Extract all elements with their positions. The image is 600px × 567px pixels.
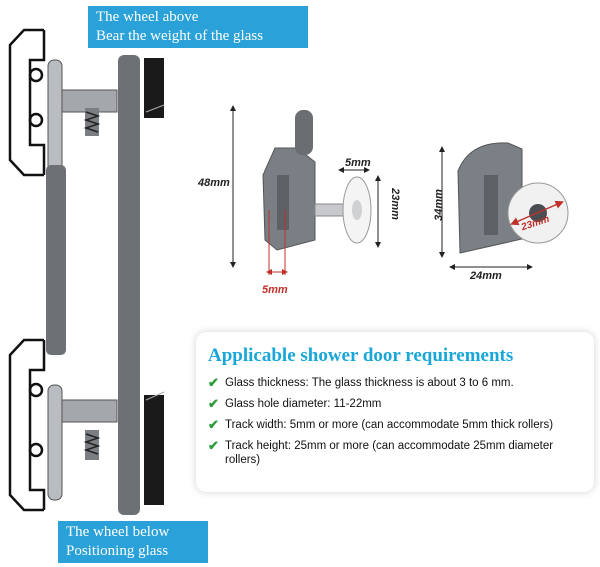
check-icon: ✔ xyxy=(208,417,219,432)
bottom-wheel-callout: The wheel below Positioning glass xyxy=(58,521,208,563)
top-wheel-callout: The wheel above Bear the weight of the g… xyxy=(88,6,308,48)
product-front-view xyxy=(439,142,569,270)
requirement-text: Track height: 25mm or more (can accommod… xyxy=(225,440,554,466)
top-roller xyxy=(47,59,118,176)
product-side-view xyxy=(230,105,381,275)
roller-assembly-diagram xyxy=(8,28,165,515)
check-icon: ✔ xyxy=(208,375,219,390)
requirement-text: Glass thickness: The glass thickness is … xyxy=(225,377,514,389)
requirements-panel: Applicable shower door requirements ✔ Gl… xyxy=(196,332,594,492)
dimension-5mm-bottom: 5mm xyxy=(262,284,288,296)
list-item: ✔ Glass hole diameter: 11-22mm xyxy=(208,397,588,411)
dimension-23mm: 23mm xyxy=(388,188,401,220)
dimension-24mm: 24mm xyxy=(470,270,502,282)
dimension-5mm-top: 5mm xyxy=(345,157,371,169)
requirement-text: Glass hole diameter: 11-22mm xyxy=(225,398,382,410)
glass-panel xyxy=(118,55,140,515)
requirement-text: Track width: 5mm or more (can accommodat… xyxy=(225,419,554,431)
requirements-title: Applicable shower door requirements xyxy=(208,345,514,366)
inner-glass-panel xyxy=(46,165,66,355)
bottom-wheel-callout-line1: The wheel below xyxy=(66,524,170,540)
check-icon: ✔ xyxy=(208,396,219,411)
top-wheel-callout-line2: Bear the weight of the glass xyxy=(96,28,264,44)
list-item: ✔ Glass thickness: The glass thickness i… xyxy=(208,376,588,390)
dimension-48mm: 48mm xyxy=(198,177,230,189)
bottom-roller xyxy=(47,384,118,501)
top-track-bracket xyxy=(8,28,46,177)
requirements-list: ✔ Glass thickness: The glass thickness i… xyxy=(208,376,588,474)
check-icon: ✔ xyxy=(208,438,219,453)
bottom-wheel-callout-line2: Positioning glass xyxy=(66,543,169,559)
top-black-seal xyxy=(144,58,164,118)
list-item: ✔ Track height: 25mm or more (can accomm… xyxy=(208,439,588,467)
dimension-34mm: 34mm xyxy=(432,189,445,221)
top-wheel-callout-line1: The wheel above xyxy=(96,9,199,25)
bottom-track-bracket xyxy=(8,338,46,512)
list-item: ✔ Track width: 5mm or more (can accommod… xyxy=(208,418,588,432)
bottom-black-seal xyxy=(144,395,164,505)
